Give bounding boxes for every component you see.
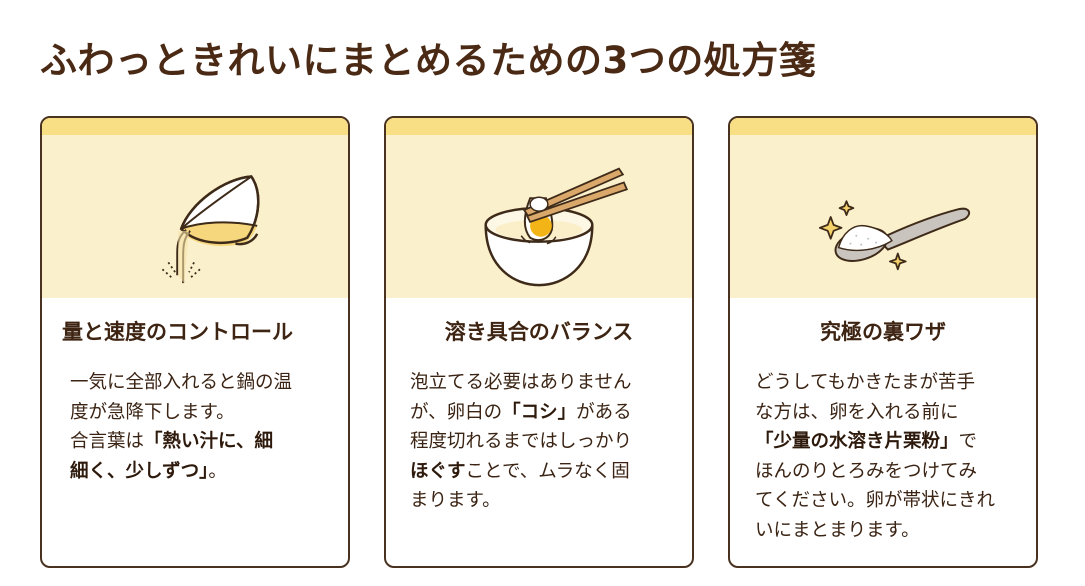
card-header-band (42, 118, 348, 135)
page-title: ふわっときれいにまとめるための3つの処方箋 (40, 39, 817, 82)
card-illustration (730, 135, 1036, 298)
body-line: 程度切れるまではしっかり (410, 427, 692, 457)
body-line: 泡立てる必要はありません (410, 368, 692, 398)
body-line: な方は、卵を入れる前に (755, 398, 1036, 428)
body-line: 合言葉は「熱い汁に、細 (70, 427, 348, 457)
body-text: がある (576, 401, 632, 423)
card-title: 溶き具合のバランス (444, 320, 634, 344)
card-header-band (730, 118, 1036, 135)
emphasis-text: 細く、少しずつ」 (70, 460, 209, 482)
body-text: ことで、ムラなく固 (465, 460, 630, 482)
body-line: どうしてもかきたまが苦手 (755, 368, 1036, 398)
body-line: 一気に全部入れると鍋の温 (70, 368, 348, 398)
tip-card-beating-balance: 溶き具合のバランス 泡立てる必要はありませんが、卵白の「コシ」がある程度切れるま… (384, 116, 694, 568)
body-text: 。 (208, 460, 227, 482)
emphasis-text: 「コシ」 (502, 401, 577, 423)
emphasis-text: 「熱い汁に、細 (144, 431, 273, 453)
body-line: てください。卵が帯状にきれ (755, 486, 1036, 516)
card-title: 量と速度のコントロール (62, 320, 293, 344)
body-text: 泡立てる必要はありません (410, 372, 632, 393)
body-text: ほんのりとろみをつけてみ (755, 460, 978, 482)
card-body: 一気に全部入れると鍋の温度が急降下します。合言葉は「熱い汁に、細細く、少しずつ」… (42, 368, 348, 486)
body-line: ほぐすことで、ムラなく固 (410, 457, 692, 487)
card-illustration (42, 135, 348, 298)
card-body: どうしてもかきたまが苦手な方は、卵を入れる前に「少量の水溶き片栗粉」でほんのりと… (730, 368, 1036, 546)
body-line: が、卵白の「コシ」がある (410, 398, 692, 428)
body-text: 程度切れるまではしっかり (410, 431, 633, 453)
card-illustration (386, 135, 692, 298)
body-text: まります。 (410, 490, 501, 512)
pouring-bowl-icon (161, 175, 260, 284)
spoon-starch-sparkle-icon (818, 200, 971, 271)
body-text: 一気に全部入れると鍋の温 (70, 372, 293, 393)
card-title: 究極の裏ワザ (820, 320, 946, 344)
body-line: 細く、少しずつ」。 (70, 457, 348, 487)
body-text: いにまとまります。 (755, 519, 920, 541)
body-text: が、卵白の (410, 401, 503, 423)
body-text: 度が急降下します。 (70, 401, 235, 423)
body-text: で (958, 431, 978, 453)
tip-card-amount-speed: 量と速度のコントロール 一気に全部入れると鍋の温度が急降下します。合言葉は「熱い… (40, 116, 350, 568)
body-line: 「少量の水溶き片栗粉」で (755, 427, 1036, 457)
body-text: どうしてもかきたまが苦手 (755, 372, 975, 393)
body-line: まります。 (410, 486, 692, 516)
body-text: な方は、卵を入れる前に (755, 401, 959, 423)
card-header-band (386, 118, 692, 135)
body-line: 度が急降下します。 (70, 398, 348, 428)
chopsticks-egg-bowl-icon (484, 167, 629, 287)
emphasis-text: 「少量の水溶き片栗粉」 (755, 431, 959, 453)
body-text: 合言葉は (70, 431, 145, 453)
emphasis-text: ほぐす (410, 460, 466, 482)
tip-card-ultimate-trick: 究極の裏ワザ どうしてもかきたまが苦手な方は、卵を入れる前に「少量の水溶き片栗粉… (728, 116, 1038, 568)
body-line: いにまとまります。 (755, 516, 1036, 546)
card-body: 泡立てる必要はありませんが、卵白の「コシ」がある程度切れるまではしっかりほぐすこ… (386, 368, 692, 516)
body-text: てください。卵が帯状にきれ (755, 490, 995, 512)
body-line: ほんのりとろみをつけてみ (755, 457, 1036, 487)
